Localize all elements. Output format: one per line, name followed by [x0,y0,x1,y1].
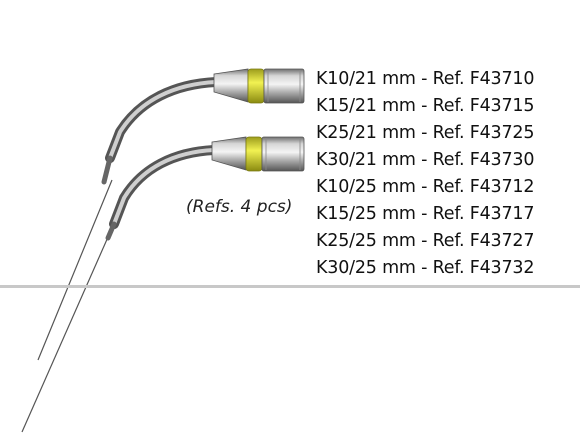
file-tip-lower [21,136,305,433]
reference-item: K25/21 mm - Ref. F43725 [316,123,535,143]
file-tip-lower-ring [245,136,263,172]
file-tip-upper-needle [37,179,113,361]
file-tip-lower-body [211,136,247,171]
file-tip-lower-needle [21,227,113,433]
reference-item: K10/21 mm - Ref. F43710 [316,69,535,89]
reference-item: K25/25 mm - Ref. F43727 [316,231,535,251]
file-tip-upper-ring [247,68,265,104]
reference-item: K10/25 mm - Ref. F43712 [316,177,535,197]
file-tip-upper [37,68,305,361]
file-tip-upper-collar [263,68,305,104]
file-tip-upper-body [213,68,249,103]
reference-item: K30/25 mm - Ref. F43732 [316,258,535,278]
reference-item: K15/21 mm - Ref. F43715 [316,96,535,116]
reference-list: K10/21 mm - Ref. F43710 K15/21 mm - Ref.… [316,66,534,282]
reference-item: K30/21 mm - Ref. F43730 [316,150,535,170]
reference-item: K15/25 mm - Ref. F43717 [316,204,535,224]
horizontal-divider [0,285,580,288]
pack-quantity-note: (Refs. 4 pcs) [186,197,293,217]
file-tip-lower-collar [261,136,305,172]
